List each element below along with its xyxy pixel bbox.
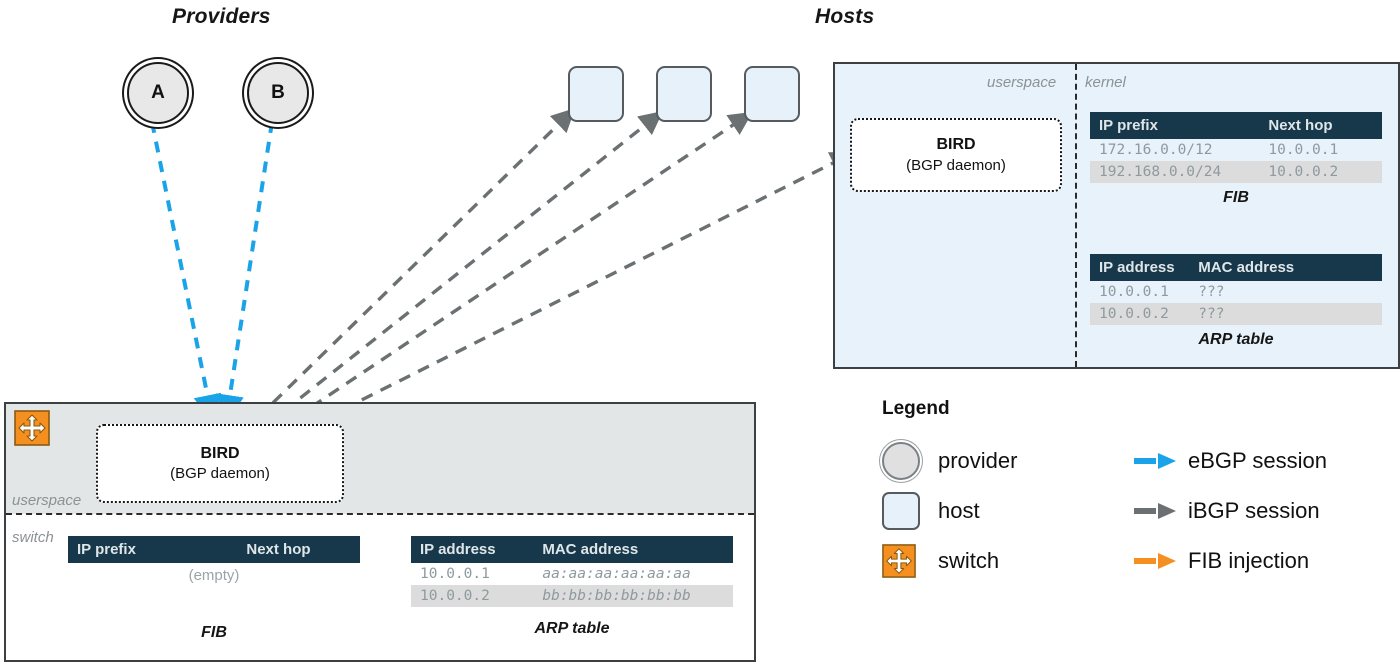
column-header-ip-prefix: IP prefix [68, 536, 238, 563]
table-header-row: IP address MAC address [411, 536, 733, 563]
cell-ip-address: 10.0.0.1 [420, 566, 490, 582]
switch-fib-empty-text: (empty) [188, 567, 240, 584]
host-box-3[interactable] [744, 66, 800, 122]
hosts-title: Hosts [815, 5, 875, 28]
legend-title: Legend [882, 398, 950, 419]
host-fib-table: IP prefix Next hop 172.16.0.0/12 10.0.0.… [1090, 112, 1382, 207]
column-header-ip-address: IP address [411, 536, 534, 563]
legend-item-ibgp: iBGP session [1132, 486, 1327, 536]
column-header-next-hop: Next hop [237, 536, 360, 563]
arrow-icon [1132, 502, 1188, 520]
host-fib-caption: FIB [1223, 189, 1249, 206]
host-box-2[interactable] [656, 66, 712, 122]
switch-icon [882, 544, 938, 578]
legend-item-ebgp: eBGP session [1132, 436, 1327, 486]
ibgp-session-3 [258, 111, 753, 444]
switch-arp-caption: ARP table [534, 620, 610, 637]
legend: Legend provider host switch [882, 398, 1382, 586]
legend-lines-column: eBGP session iBGP session [1132, 436, 1327, 586]
ebgp-session-a [150, 121, 222, 423]
provider-node-b[interactable]: B [247, 62, 309, 124]
table-header-row: IP prefix Next hop [1090, 112, 1382, 139]
switch-icon [14, 410, 50, 446]
switch-bird-daemon[interactable]: BIRD (BGP daemon) [96, 424, 344, 503]
host-kernel-label: kernel [1085, 74, 1126, 91]
bird-subtitle: (BGP daemon) [906, 156, 1006, 174]
userspace-kernel-divider [1075, 64, 1077, 367]
host-arp-caption: ARP table [1198, 331, 1274, 348]
column-header-mac-address: MAC address [1189, 254, 1382, 281]
bird-name: BIRD [200, 444, 240, 462]
legend-item-host: host [882, 486, 1382, 536]
table-row[interactable]: 192.168.0.0/24 10.0.0.2 [1090, 161, 1382, 183]
ibgp-session-2 [249, 110, 664, 439]
cell-mac-address: bb:bb:bb:bb:bb:bb [533, 585, 733, 607]
table-row[interactable]: 10.0.0.2 ??? [1090, 303, 1382, 325]
table-row[interactable]: 10.0.0.1 ??? [1090, 281, 1382, 303]
legend-label: switch [938, 548, 1000, 573]
legend-label: provider [938, 448, 1018, 473]
provider-circle-icon [882, 442, 938, 480]
ibgp-session-1 [241, 107, 576, 434]
cell-ip-prefix: 172.16.0.0/12 [1099, 142, 1213, 158]
userspace-switch-divider [6, 513, 754, 515]
provider-label: B [271, 82, 285, 103]
table-header-row: IP prefix Next hop [68, 536, 360, 563]
host-square-icon [882, 492, 938, 530]
cell-ip-prefix: 192.168.0.0/24 [1090, 161, 1260, 183]
legend-label: eBGP session [1188, 448, 1328, 473]
cell-next-hop: 10.0.0.1 [1268, 142, 1339, 158]
host-box-1[interactable] [568, 66, 624, 122]
legend-item-switch: switch [882, 536, 1382, 586]
table-header-row: IP address MAC address [1090, 254, 1382, 281]
switch-fib-table: IP prefix Next hop (empty) FIB [68, 536, 360, 642]
legend-label: host [938, 498, 980, 523]
provider-node-a[interactable]: A [127, 62, 189, 124]
ebgp-session-b [216, 121, 274, 424]
provider-label: A [151, 82, 165, 103]
switch-userspace-label: userspace [12, 492, 82, 509]
arrow-icon [1132, 452, 1188, 470]
cell-ip-address: 10.0.0.2 [411, 585, 534, 607]
host-arp-table: IP address MAC address 10.0.0.1 ??? 10.0… [1090, 254, 1382, 349]
host-userspace-label: userspace [987, 74, 1057, 91]
cell-ip-address: 10.0.0.2 [1090, 303, 1190, 325]
table-row[interactable]: 10.0.0.1 aa:aa:aa:aa:aa:aa [411, 563, 733, 585]
column-header-ip-address: IP address [1090, 254, 1190, 281]
switch-detail-box: userspace switch BIRD (BGP daemon) IP pr… [4, 402, 756, 662]
switch-fib-caption: FIB [201, 624, 227, 641]
host-bird-daemon[interactable]: BIRD (BGP daemon) [850, 118, 1062, 192]
legend-label: FIB injection [1188, 548, 1310, 573]
providers-title: Providers [172, 5, 271, 28]
bird-subtitle: (BGP daemon) [170, 465, 270, 483]
legend-item-fib-injection: FIB injection [1132, 536, 1327, 586]
host-detail-box: userspace kernel BIRD (BGP daemon) IP pr… [833, 62, 1400, 369]
cell-next-hop: 10.0.0.2 [1259, 161, 1382, 183]
arrow-icon [1132, 552, 1188, 570]
table-row[interactable]: 172.16.0.0/12 10.0.0.1 [1090, 139, 1382, 161]
legend-item-provider: provider [882, 436, 1382, 486]
switch-arp-table: IP address MAC address 10.0.0.1 aa:aa:aa… [411, 536, 733, 638]
cell-ip-address: 10.0.0.1 [1099, 284, 1169, 300]
table-row[interactable]: 10.0.0.2 bb:bb:bb:bb:bb:bb [411, 585, 733, 607]
cell-mac-address: aa:aa:aa:aa:aa:aa [542, 566, 691, 582]
legend-label: iBGP session [1188, 498, 1320, 523]
legend-grid: provider host switch [882, 436, 1382, 586]
column-header-ip-prefix: IP prefix [1090, 112, 1260, 139]
cell-mac-address: ??? [1198, 284, 1225, 300]
cell-mac-address: ??? [1189, 303, 1382, 325]
switch-plane-label: switch [12, 529, 54, 546]
bird-name: BIRD [936, 136, 976, 154]
column-header-next-hop: Next hop [1259, 112, 1382, 139]
column-header-mac-address: MAC address [533, 536, 733, 563]
